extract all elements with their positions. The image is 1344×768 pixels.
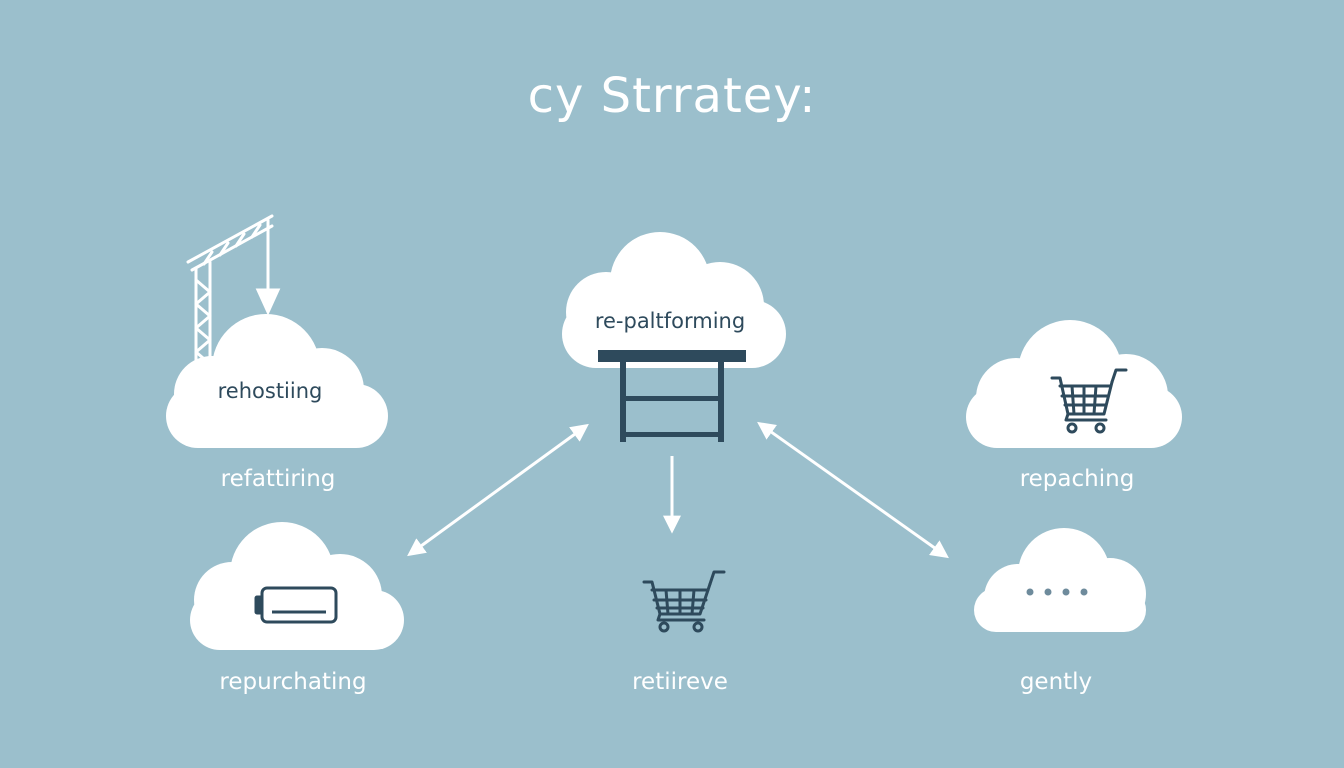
cloud-repurchasing xyxy=(190,522,404,650)
table-icon xyxy=(598,350,746,442)
node-replatforming: re-paltforming xyxy=(562,232,786,442)
node-label: repaching xyxy=(1020,466,1135,492)
cloud-label: re-paltforming xyxy=(595,309,745,333)
cloud-label: rehostiing xyxy=(218,379,323,403)
node-label: repurchating xyxy=(219,669,366,695)
connectors xyxy=(407,421,949,559)
node-label: gently xyxy=(1020,669,1092,695)
shopping-cart-icon xyxy=(1050,368,1128,434)
node-label: refattiring xyxy=(221,466,336,492)
connector-center-to-bottom-left xyxy=(407,423,589,557)
cloud-gently xyxy=(974,528,1146,632)
battery-icon xyxy=(254,586,338,624)
cloud-repaching xyxy=(966,320,1182,448)
cloud-rehosting xyxy=(166,314,388,448)
node-retire: retiireve xyxy=(632,570,728,695)
page-title: cy Strratey: xyxy=(528,68,817,124)
node-repaching: repaching xyxy=(966,320,1182,492)
connector-center-to-bottom-right xyxy=(757,421,949,559)
ellipsis-icon xyxy=(1026,588,1088,596)
shopping-cart-icon xyxy=(642,570,726,633)
node-label: retiireve xyxy=(632,669,728,695)
node-repurchasing: repurchating xyxy=(190,522,404,695)
node-rehosting: rehostiing refattiring xyxy=(166,214,388,492)
crane-icon xyxy=(186,214,281,374)
node-gently: gently xyxy=(974,528,1146,695)
